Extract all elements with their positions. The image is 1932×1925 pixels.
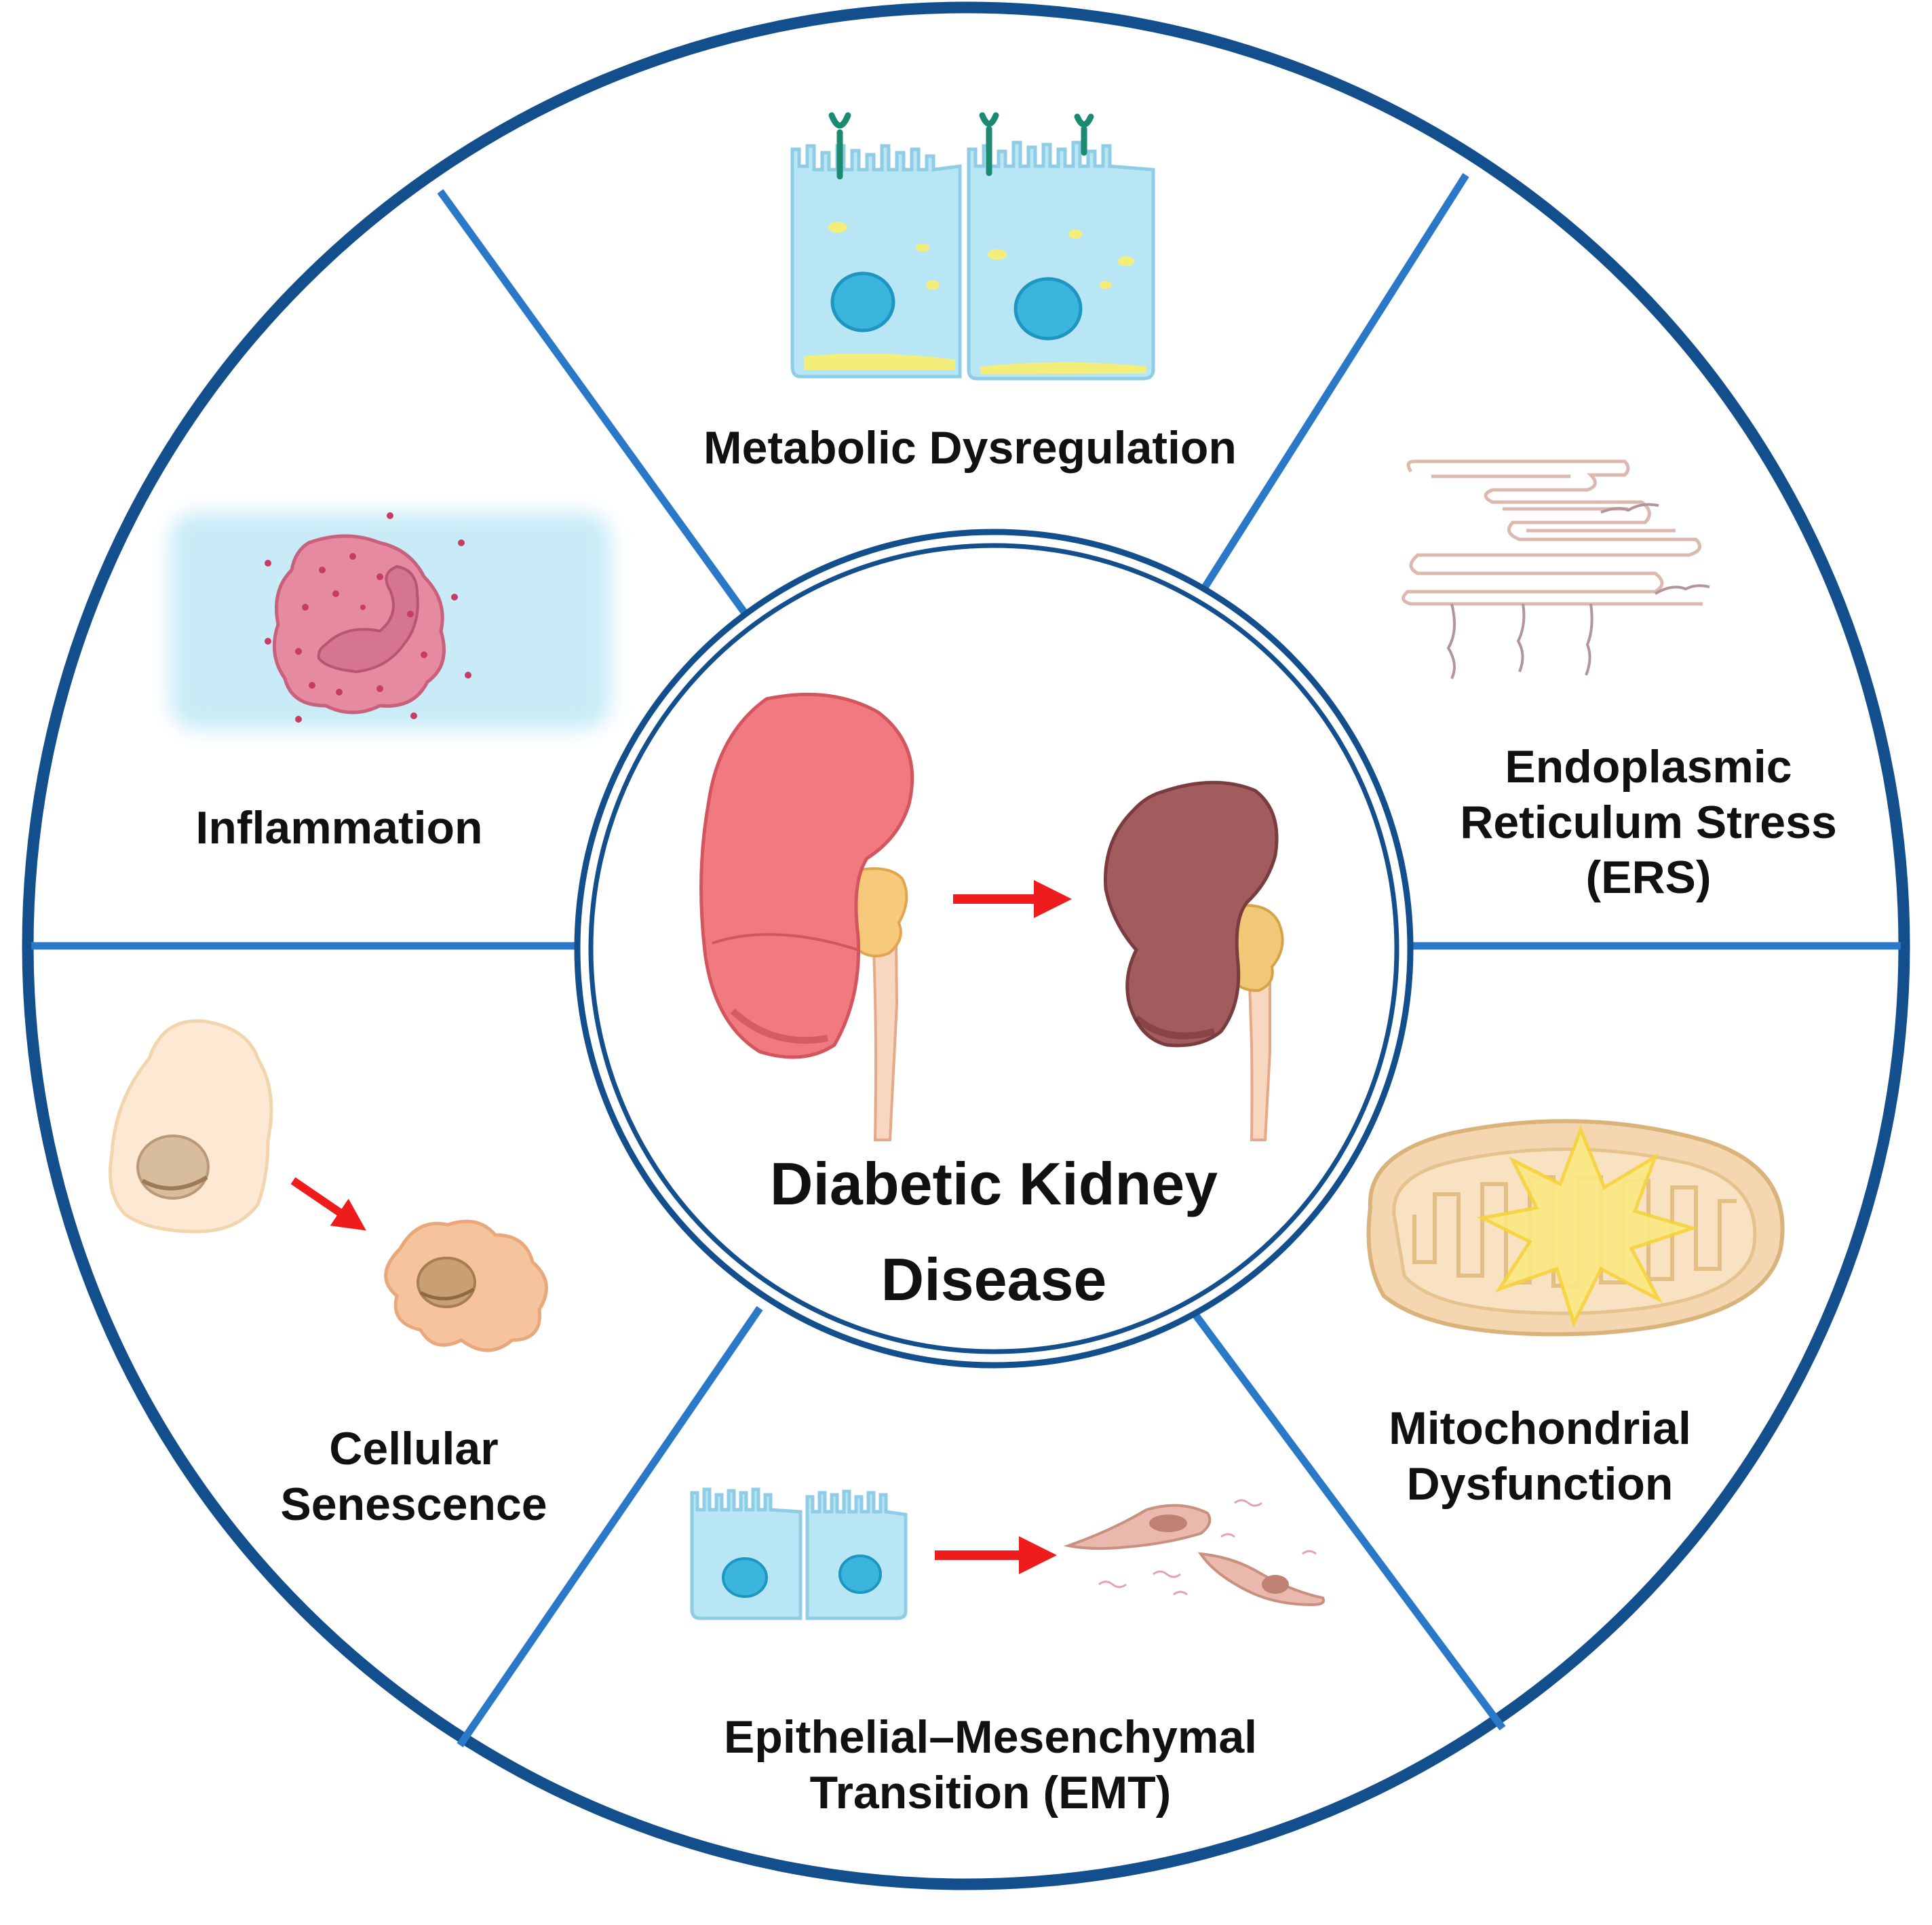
- label-emt-line1: Epithelial–Mesenchymal: [723, 1711, 1258, 1763]
- label-metabolic-dysregulation: Metabolic Dysregulation: [651, 421, 1289, 476]
- label-inflammation-line1: Inflammation: [195, 802, 483, 854]
- label-cellular-senescence: Cellular Senescence: [210, 1422, 617, 1532]
- label-inflammation: Inflammation: [136, 801, 543, 856]
- label-senescence-line2: Senescence: [280, 1478, 547, 1530]
- label-senescence-line1: Cellular: [329, 1423, 499, 1474]
- label-mito-line2: Dysfunction: [1406, 1457, 1674, 1510]
- healthy-kidney: [699, 692, 914, 1141]
- epithelial-cells-illustration: [790, 112, 1155, 381]
- mitochondria-illustration: [1366, 1119, 1785, 1337]
- center-title-line2: Disease: [881, 1245, 1107, 1313]
- label-emt: Epithelial–Mesenchymal Transition (EMT): [651, 1710, 1330, 1821]
- diseased-kidney: [1104, 780, 1284, 1141]
- label-ers-line3: (ERS): [1585, 852, 1712, 904]
- segment-dividers: [31, 173, 1901, 1748]
- label-mitochondrial-dysfunction: Mitochondrial Dysfunction: [1302, 1401, 1777, 1512]
- center-title-line1: Diabetic Kidney: [769, 1150, 1218, 1217]
- label-ers-line1: Endoplasmic: [1505, 741, 1792, 793]
- inflammation-illustration: [170, 512, 611, 729]
- label-metabolic-line1: Metabolic Dysregulation: [703, 422, 1237, 474]
- label-ers: Endoplasmic Reticulum Stress (ERS): [1384, 740, 1913, 906]
- endoplasmic-reticulum-illustration: [1402, 459, 1710, 679]
- center-title: Diabetic Kidney Disease: [678, 1137, 1309, 1328]
- label-mito-line1: Mitochondrial: [1389, 1403, 1691, 1454]
- emt-illustration: [690, 1487, 1325, 1620]
- label-ers-line2: Reticulum Stress: [1460, 796, 1837, 848]
- label-emt-line2: Transition (EMT): [809, 1766, 1172, 1818]
- senescence-illustration: [109, 1019, 548, 1352]
- inner-ring-inner: [588, 543, 1399, 1354]
